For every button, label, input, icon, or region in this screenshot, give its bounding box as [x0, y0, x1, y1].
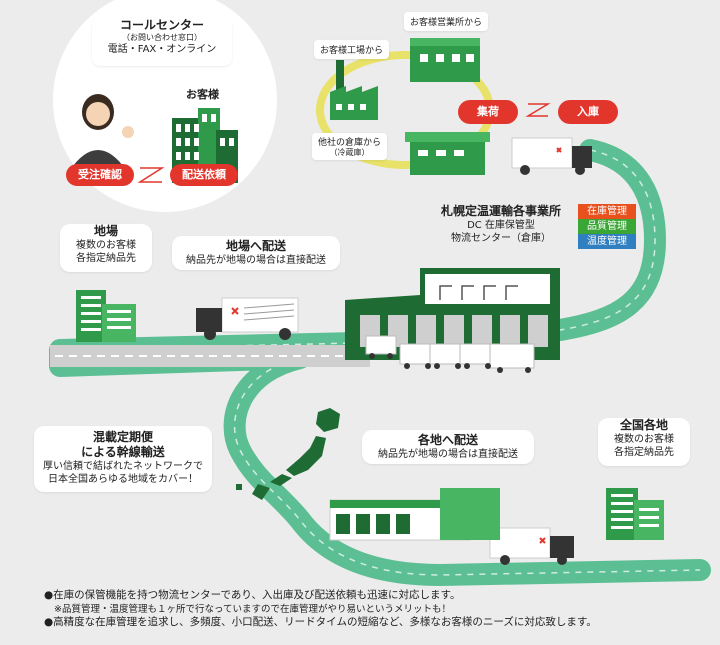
trunk-line1: 厚い信頼で結ばれたネットワークで [43, 461, 203, 472]
factory-building-icon [330, 60, 378, 120]
local-delivery-bubble: 地場へ配送 納品先が地場の場合は直接配送 [172, 236, 340, 270]
other-warehouse-label: 他社の倉庫から （冷蔵庫） [312, 133, 388, 160]
call-center-title: コールセンター [119, 18, 204, 32]
regional-depot-icon [329, 488, 500, 541]
pickup-inbound-arrows-icon [525, 103, 551, 117]
legend-inventory: 在庫管理 [578, 204, 636, 219]
center-line3: 物流センター（倉庫） [451, 233, 551, 244]
notes: ●在庫の保管機能を持つ物流センターであり、入出庫及び配送依頼も迅速に対応します。… [44, 589, 597, 630]
local-delivery-text: 納品先が地場の場合は直接配送 [186, 255, 326, 266]
road-edge [59, 149, 701, 576]
truck-top-icon [511, 137, 592, 175]
local-title: 地場 [93, 224, 118, 238]
truck-regional-icon [489, 527, 574, 565]
inbound-badge: 入庫 [558, 100, 618, 124]
local-line1: 複数のお客様 [76, 240, 136, 251]
regional-delivery-title: 各地へ配送 [417, 433, 478, 447]
call-center-methods: 電話・FAX・オンライン [107, 44, 217, 55]
other-warehouse-building-icon [405, 132, 490, 175]
local-line2: 各指定納品先 [76, 253, 136, 264]
center-line2: DC 在庫保管型 [467, 220, 535, 231]
factory-label: お客様工場から [314, 40, 390, 59]
nationwide-line2: 各指定納品先 [614, 447, 674, 458]
note-3: ●高精度な在庫管理を追求し、多頻度、小口配送、リードタイムの短縮など、多様なお客… [44, 616, 597, 628]
nationwide-customer-building-icon [606, 488, 664, 540]
truck-local-icon [196, 297, 299, 340]
trunk-title2: による幹線輸送 [81, 445, 165, 459]
sales-office-building-icon [410, 38, 480, 82]
sales-office-label: お客様営業所から [404, 12, 489, 31]
other-warehouse-text: 他社の倉庫から [318, 138, 382, 148]
note-1: ●在庫の保管機能を持つ物流センターであり、入出庫及び配送依頼も迅速に対応します。 [44, 589, 461, 601]
local-delivery-title: 地場へ配送 [225, 239, 286, 253]
delivery-request-badge: 配送依頼 [170, 164, 238, 186]
japan-map-icon [236, 408, 340, 500]
trunk-bubble: 混載定期便 による幹線輸送 厚い信頼で結ばれたネットワークで 日本全国あらゆる地… [34, 426, 212, 492]
note-2: ※品質管理・温度管理も１ヶ所で行なっていますので在庫管理がやり易いというメリット… [54, 603, 451, 615]
customer-label: お客様 [186, 88, 219, 101]
nationwide-line1: 複数のお客様 [614, 434, 674, 445]
call-center-bubble: コールセンター （お問い合わせ窓口） 電話・FAX・オンライン [92, 18, 232, 66]
center-name: 札幌定温運輸各事業所 [440, 204, 561, 218]
distribution-center-icon [345, 268, 560, 360]
local-bubble: 地場 複数のお客様 各指定納品先 [60, 224, 152, 272]
legend-temperature: 温度管理 [578, 234, 636, 249]
order-confirm-badge: 受注確認 [66, 164, 134, 186]
dock-trucks-icon [365, 335, 535, 373]
local-customer-building-icon [76, 290, 136, 342]
legend-quality: 品質管理 [578, 219, 636, 234]
trunk-line2: 日本全国あらゆる地域をカバー！ [48, 474, 198, 485]
pickup-badge: 集荷 [458, 100, 518, 124]
other-warehouse-note: （冷蔵庫） [329, 148, 370, 157]
distribution-center-title: 札幌定温運輸各事業所 DC 在庫保管型 物流センター（倉庫） [426, 204, 576, 245]
trunk-title1: 混載定期便 [92, 430, 153, 444]
regional-delivery-bubble: 各地へ配送 納品先が地場の場合は直接配送 [362, 430, 534, 464]
nationwide-bubble: 全国各地 複数のお客様 各指定納品先 [598, 418, 690, 466]
exchange-arrows-icon [137, 167, 165, 183]
regional-delivery-text: 納品先が地場の場合は直接配送 [378, 449, 518, 460]
nationwide-title: 全国各地 [619, 418, 668, 432]
call-center-subtitle: （お問い合わせ窓口） [122, 33, 202, 42]
